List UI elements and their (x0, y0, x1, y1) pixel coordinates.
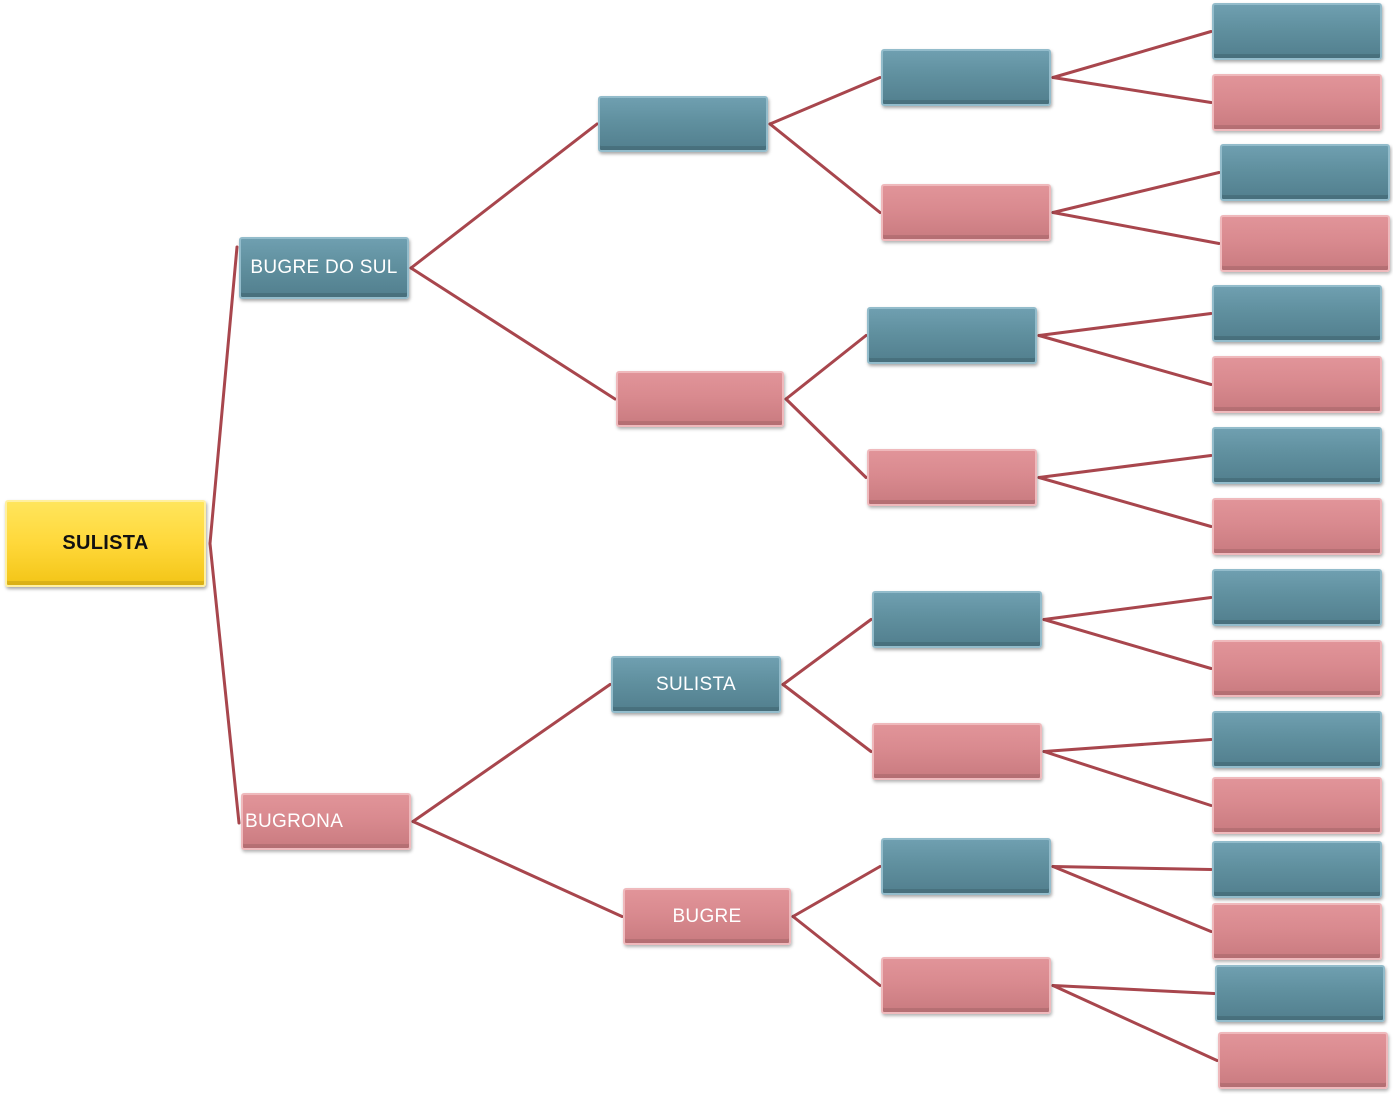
node-empty (598, 96, 768, 152)
node-empty (1212, 285, 1382, 342)
node-empty (1212, 777, 1382, 834)
connector-line (409, 266, 617, 401)
connector-line (1051, 865, 1213, 933)
node-empty (1212, 498, 1382, 555)
node-empty (867, 307, 1037, 364)
connector-line (781, 683, 873, 753)
connector-line (768, 76, 882, 126)
node-empty (1212, 711, 1382, 768)
connector-line (791, 915, 882, 987)
connector-line (1042, 596, 1213, 621)
node-empty (1212, 640, 1382, 697)
connector-line (208, 245, 239, 545)
connector-line (768, 122, 882, 214)
node-bugre: BUGRE (623, 888, 791, 945)
node-empty (881, 184, 1051, 241)
node-empty (1212, 356, 1382, 413)
connector-line (1051, 30, 1213, 79)
node-empty (1218, 1032, 1388, 1089)
node-empty (881, 838, 1051, 895)
node-empty (1220, 215, 1390, 272)
node-empty (1212, 74, 1382, 131)
connector-line (1042, 738, 1213, 753)
node-empty (881, 49, 1051, 106)
connector-line (784, 397, 868, 479)
node-label: SULISTA (656, 673, 736, 695)
node-empty (1212, 841, 1382, 898)
node-bugrona: BUGRONA (241, 793, 411, 850)
connector-line (791, 865, 882, 918)
connector-line (411, 820, 624, 918)
node-label: BUGRE DO SUL (250, 257, 398, 278)
node-empty (1212, 569, 1382, 626)
node-empty (1212, 903, 1382, 960)
node-label: BUGRONA (245, 810, 344, 832)
node-label: BUGRE (672, 905, 742, 927)
node-empty (1215, 965, 1385, 1022)
node-empty (616, 371, 784, 427)
node-empty (867, 449, 1037, 506)
connector-line (1037, 454, 1213, 479)
connector-line (1037, 334, 1213, 386)
node-empty (881, 957, 1051, 1014)
connector-line (1051, 76, 1213, 104)
connector-line (1051, 865, 1213, 871)
connector-line (208, 542, 241, 825)
connector-line (1037, 476, 1213, 528)
connector-line (411, 683, 612, 823)
connector-line (1051, 984, 1219, 1062)
connector-line (409, 122, 599, 270)
node-empty (872, 591, 1042, 648)
connector-line (1051, 171, 1221, 214)
node-sulista: SULISTA (611, 656, 781, 713)
connector-line (1051, 984, 1216, 995)
connector-line (784, 334, 868, 401)
node-bugre-do-sul: BUGRE DO SUL (239, 237, 409, 299)
node-empty (872, 723, 1042, 780)
node-empty (1212, 427, 1382, 484)
connector-line (1042, 750, 1213, 807)
connector-line (1051, 211, 1221, 245)
root-node: SULISTA (5, 500, 206, 587)
root-label: SULISTA (62, 532, 149, 554)
connector-line (781, 618, 873, 686)
connector-line (1042, 618, 1213, 670)
node-empty (1212, 3, 1382, 60)
connector-line (1037, 312, 1213, 337)
node-empty (1220, 144, 1390, 201)
